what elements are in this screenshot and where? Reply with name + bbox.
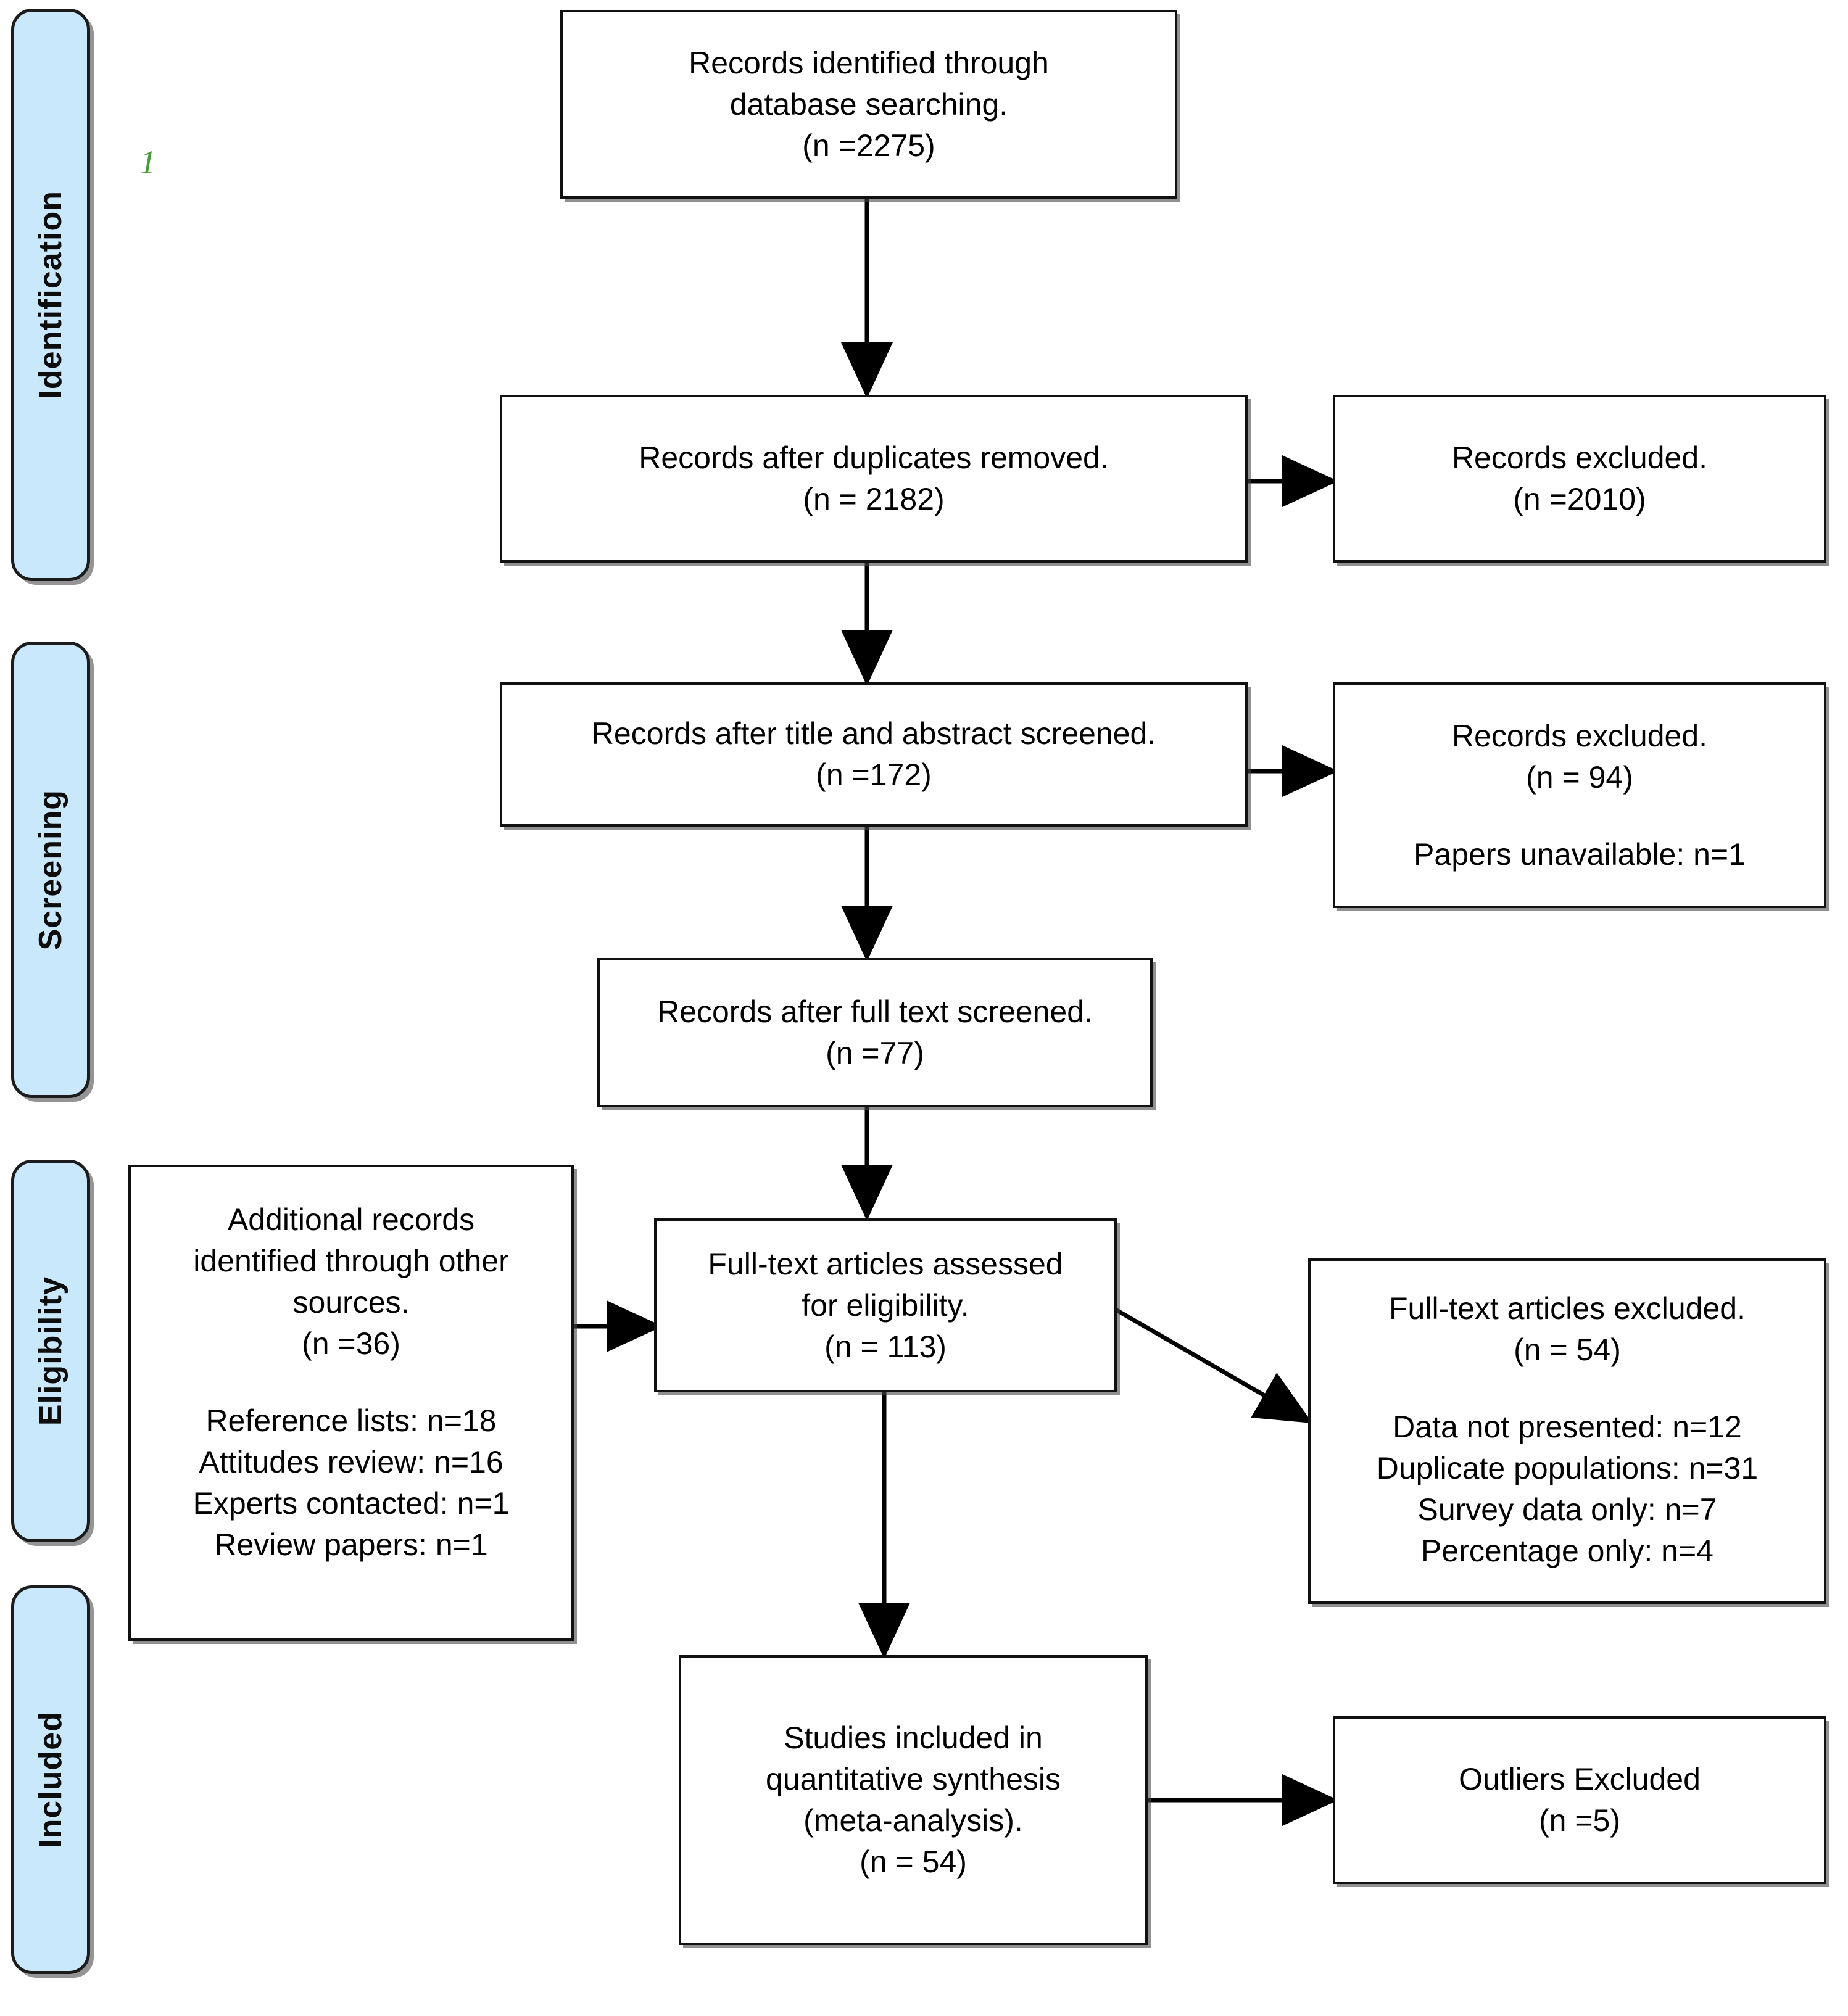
full-text-screened-line1: Records after full text screened. <box>657 994 1093 1029</box>
box-outliers-excluded: Outliers Excluded (n =5) <box>1333 1716 1826 1884</box>
full-text-excluded-reason-duplicate-populations: Duplicate populations: n=31 <box>1376 1451 1759 1485</box>
studies-included-count: (n = 54) <box>860 1845 967 1879</box>
records-identified-line2: database searching. <box>729 86 1008 122</box>
additional-records-source-attitudes-review: Attitudes review: n=16 <box>199 1445 503 1479</box>
full-text-excluded-count: (n = 54) <box>1514 1332 1621 1367</box>
duplicates-removed-line1: Records after duplicates removed. <box>639 440 1109 475</box>
figure-annotation-number: 1 <box>139 144 156 181</box>
additional-records-line2: identified through other <box>193 1244 509 1278</box>
box-studies-included: Studies included in quantitative synthes… <box>679 1655 1148 1945</box>
box-eligibility-assessed: Full-text articles assessed for eligibil… <box>654 1218 1117 1392</box>
full-text-excluded-line1: Full-text articles excluded. <box>1388 1291 1746 1326</box>
additional-records-source-review-papers: Review papers: n=1 <box>214 1527 488 1562</box>
eligibility-assessed-line2: for eligibility. <box>802 1287 969 1323</box>
box-records-excluded-1: Records excluded. (n =2010) <box>1333 395 1826 563</box>
records-identified-line1: Records identified through <box>689 45 1049 80</box>
box-additional-records: Additional records identified through ot… <box>128 1165 574 1641</box>
full-text-excluded-reason-survey-data-only: Survey data only: n=7 <box>1417 1492 1717 1527</box>
studies-included-line3: (meta-analysis). <box>803 1803 1023 1838</box>
stage-eligibility-label: Eligibility <box>33 1276 68 1426</box>
studies-included-line1: Studies included in <box>784 1721 1043 1755</box>
edge-eligibility-to-fulltext-excluded <box>1111 1305 1313 1423</box>
records-excluded-2-count: (n = 94) <box>1526 759 1633 795</box>
studies-included-line2: quantitative synthesis <box>765 1762 1061 1796</box>
box-records-identified: Records identified through database sear… <box>560 10 1177 199</box>
stage-screening-label: Screening <box>33 789 68 951</box>
eligibility-assessed-count: (n = 113) <box>824 1329 947 1364</box>
title-abstract-screened-line1: Records after title and abstract screene… <box>591 716 1156 751</box>
additional-records-source-reference-lists: Reference lists: n=18 <box>205 1403 497 1438</box>
stage-included: Included <box>11 1585 90 1974</box>
stage-eligibility: Eligibility <box>11 1160 90 1542</box>
records-identified-count: (n =2275) <box>802 128 935 163</box>
records-excluded-2-papers-unavailable: Papers unavailable: n=1 <box>1414 837 1746 872</box>
stage-identification-label: Identification <box>33 191 68 399</box>
stage-identification: Identification <box>11 9 90 581</box>
box-full-text-excluded: Full-text articles excluded. (n = 54) Da… <box>1308 1258 1826 1604</box>
outliers-excluded-line1: Outliers Excluded <box>1459 1762 1701 1796</box>
full-text-excluded-reason-percentage-only: Percentage only: n=4 <box>1421 1534 1713 1568</box>
additional-records-source-experts-contacted: Experts contacted: n=1 <box>193 1486 510 1521</box>
full-text-excluded-reason-data-not-presented: Data not presented: n=12 <box>1393 1410 1742 1444</box>
additional-records-line1: Additional records <box>227 1202 475 1237</box>
stage-included-label: Included <box>33 1711 68 1848</box>
records-excluded-2-line1: Records excluded. <box>1451 718 1708 753</box>
box-duplicates-removed: Records after duplicates removed. (n = 2… <box>500 395 1248 563</box>
additional-records-count: (n =36) <box>302 1326 400 1361</box>
full-text-screened-count: (n =77) <box>826 1036 924 1070</box>
records-excluded-1-line1: Records excluded. <box>1451 440 1708 475</box>
duplicates-removed-count: (n = 2182) <box>803 482 945 516</box>
box-full-text-screened: Records after full text screened. (n =77… <box>597 958 1153 1107</box>
box-title-abstract-screened: Records after title and abstract screene… <box>500 682 1248 827</box>
eligibility-assessed-line1: Full-text articles assessed <box>708 1246 1063 1281</box>
additional-records-line3: sources. <box>292 1285 410 1320</box>
stage-screening: Screening <box>11 642 90 1098</box>
outliers-excluded-count: (n =5) <box>1538 1803 1620 1838</box>
records-excluded-1-count: (n =2010) <box>1513 482 1646 516</box>
box-records-excluded-2: Records excluded. (n = 94) Papers unavai… <box>1333 682 1826 908</box>
title-abstract-screened-count: (n =172) <box>816 758 932 792</box>
